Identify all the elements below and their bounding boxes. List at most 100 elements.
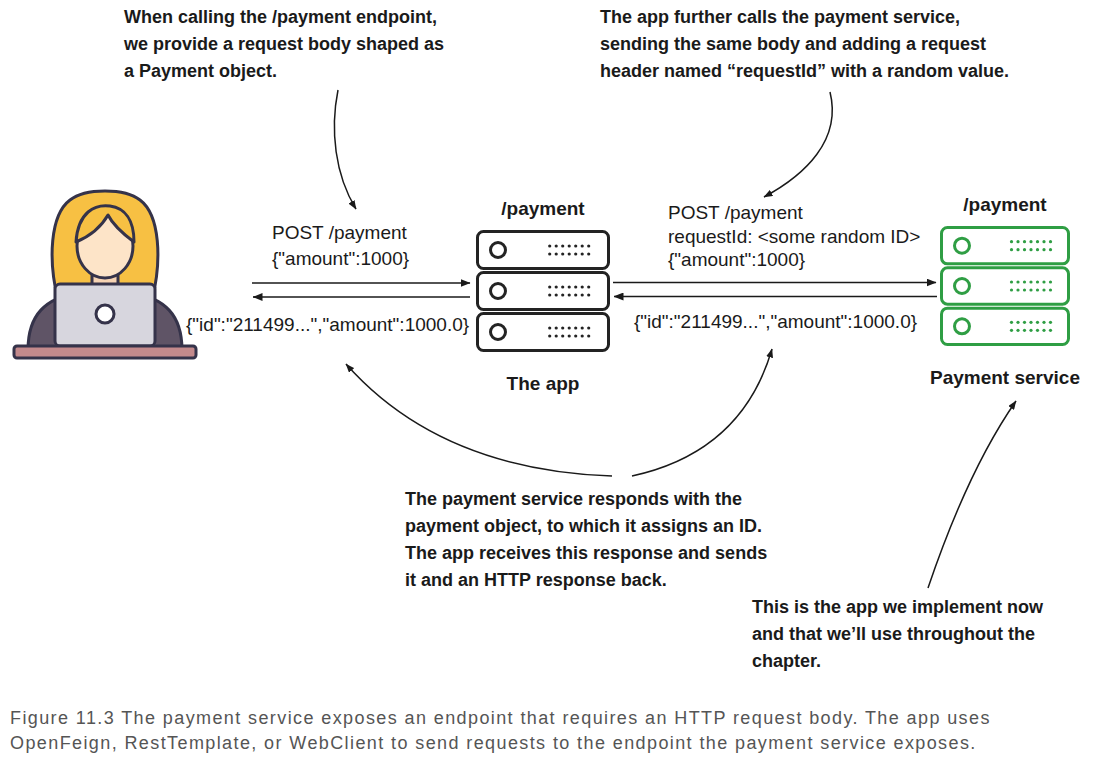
- server-vent: [1010, 248, 1013, 251]
- server-vent: [1049, 240, 1052, 243]
- server-vent: [574, 252, 577, 255]
- server-unit-box: [478, 232, 609, 269]
- server-vent: [1023, 248, 1026, 251]
- server-vent: [1010, 288, 1013, 291]
- text-slot: requestId: <some random ID>: [668, 225, 920, 249]
- server-vent: [581, 326, 584, 329]
- text-slot: The app further calls the payment servic…: [600, 4, 1020, 85]
- server-vent: [555, 285, 558, 288]
- request-body: {"amount":1000}: [668, 248, 805, 272]
- callout-note: When calling the /payment endpoint, we p…: [124, 4, 452, 85]
- server-name: Payment service: [930, 366, 1080, 390]
- server-vent: [1036, 288, 1039, 291]
- server-vent: [1049, 248, 1052, 251]
- server-vent: [574, 285, 577, 288]
- server-vent: [581, 285, 584, 288]
- response-arrow: [253, 296, 470, 298]
- server-unit: [942, 228, 1069, 264]
- server-vent: [1036, 240, 1039, 243]
- server-vent: [555, 244, 558, 247]
- server-vent: [548, 244, 551, 247]
- server-unit-box: [478, 273, 609, 310]
- leader-line: [346, 364, 612, 476]
- server-vent: [1042, 240, 1045, 243]
- server-light: [491, 325, 506, 340]
- server-vent: [1016, 288, 1019, 291]
- text-slot: This is the app we implement now and tha…: [752, 594, 1062, 675]
- server-light: [955, 238, 970, 253]
- server-vent: [581, 252, 584, 255]
- server-vent: [1049, 321, 1052, 324]
- server-vent: [548, 285, 551, 288]
- text-slot: {"amount":1000}: [668, 248, 805, 272]
- text-slot: POST /payment: [272, 221, 407, 245]
- server-vent: [1029, 280, 1032, 283]
- server-vent: [548, 326, 551, 329]
- server-vent: [568, 244, 571, 247]
- server-vent: [568, 334, 571, 337]
- request-body: {"amount":1000}: [272, 247, 409, 271]
- server-vent: [1042, 248, 1045, 251]
- text-slot: {"amount":1000}: [272, 247, 409, 271]
- request-arrow: [252, 282, 470, 284]
- server-vent: [581, 334, 584, 337]
- server-unit: [942, 308, 1069, 344]
- laptop: [55, 284, 155, 346]
- connector-arrow: [614, 296, 937, 298]
- server-vent: [587, 326, 590, 329]
- server-vent: [561, 326, 564, 329]
- server-vent: [561, 244, 564, 247]
- server-vent: [548, 293, 551, 296]
- server-vent: [548, 334, 551, 337]
- user-fringe: [76, 206, 134, 242]
- figure-caption: Figure 11.3 The payment service exposes …: [10, 706, 1095, 756]
- server-vent: [1049, 288, 1052, 291]
- server-vent: [581, 244, 584, 247]
- text-slot: The payment service responds with the pa…: [405, 486, 775, 594]
- server-vent: [587, 285, 590, 288]
- leader-line: [632, 349, 772, 476]
- server-vent: [568, 326, 571, 329]
- text-slot: Figure 11.3 The payment service exposes …: [10, 706, 1095, 756]
- text-slot: {"id":"211499...","amount":1000.0}: [632, 310, 919, 334]
- server-name: The app: [507, 372, 580, 396]
- request-line: POST /payment: [668, 201, 803, 225]
- server-vent: [1042, 280, 1045, 283]
- leader-line: [334, 90, 356, 209]
- request-line: POST /payment: [272, 221, 407, 245]
- server-vent: [555, 252, 558, 255]
- server-vent: [1010, 240, 1013, 243]
- text-slot: /payment: [501, 197, 584, 221]
- server-vent: [587, 293, 590, 296]
- server-vent: [1042, 288, 1045, 291]
- server-vent: [1010, 280, 1013, 283]
- text-slot: Payment service: [930, 366, 1080, 390]
- server-vent: [568, 285, 571, 288]
- server-vent: [1016, 248, 1019, 251]
- server-outline: [940, 226, 1070, 346]
- laptop-logo: [96, 305, 114, 323]
- server-vent: [1016, 321, 1019, 324]
- server-vent: [587, 244, 590, 247]
- server-vent: [1023, 240, 1026, 243]
- text-slot: {"id":"211499...","amount":1000.0}: [186, 313, 469, 337]
- server-vent: [1036, 329, 1039, 332]
- response-body: {"id":"211499...","amount":1000.0}: [186, 313, 469, 337]
- callout-note: This is the app we implement now and tha…: [752, 594, 1062, 675]
- server-vent: [568, 293, 571, 296]
- server-vent: [587, 252, 590, 255]
- server-vent: [574, 244, 577, 247]
- server-vent: [1016, 240, 1019, 243]
- server-vent: [568, 252, 571, 255]
- callout-note: The app further calls the payment servic…: [600, 4, 1020, 85]
- server-vent: [1029, 329, 1032, 332]
- server-unit-box: [478, 314, 609, 351]
- server-vent: [1010, 321, 1013, 324]
- server-vent: [1036, 248, 1039, 251]
- server-vent: [1010, 329, 1013, 332]
- server-unit-box: [942, 268, 1069, 304]
- server-light: [491, 243, 506, 258]
- response-body: {"id":"211499...","amount":1000.0}: [632, 310, 919, 334]
- server-vent: [561, 252, 564, 255]
